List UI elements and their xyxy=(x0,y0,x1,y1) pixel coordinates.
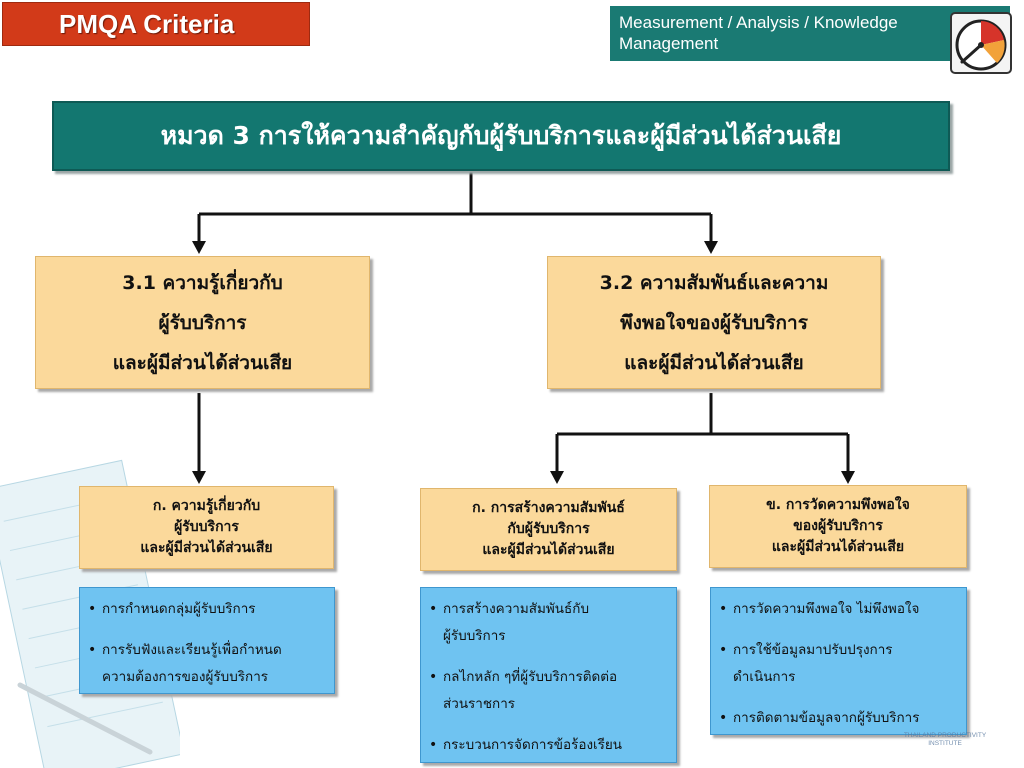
criteria-badge-label: PMQA Criteria xyxy=(59,9,235,39)
category-title: หมวด 3 การให้ความสำคัญกับผู้รับบริการและ… xyxy=(160,121,842,150)
sub-3-1-a-line-3: และผู้มีส่วนได้ส่วนเสีย xyxy=(140,540,273,556)
bullet-list: การวัดความพึงพอใจ ไม่พึงพอใจ การใช้ข้อมู… xyxy=(719,596,960,732)
sub-3-2-a-line-2: กับผู้รับบริการ xyxy=(507,521,590,537)
item-3-1-line-3: และผู้มีส่วนได้ส่วนเสีย xyxy=(112,351,293,374)
list-item: การสร้างความสัมพันธ์กับ ผู้รับบริการ xyxy=(429,596,670,650)
gauge-icon xyxy=(950,12,1012,74)
bullets-3-2-b: การวัดความพึงพอใจ ไม่พึงพอใจ การใช้ข้อมู… xyxy=(710,587,967,735)
list-item: การวัดความพึงพอใจ ไม่พึงพอใจ xyxy=(719,596,960,623)
list-item: การกำหนดกลุ่มผู้รับบริการ xyxy=(88,596,328,623)
institute-logo-text: THAILAND PRODUCTIVITY INSTITUTE xyxy=(903,732,987,747)
list-item: กลไกหลัก ๆที่ผู้รับบริการติดต่อ ส่วนราชก… xyxy=(429,664,670,718)
sub-3-2-a-box: ก. การสร้างความสัมพันธ์ กับผู้รับบริการ … xyxy=(420,488,677,571)
category-title-box: หมวด 3 การให้ความสำคัญกับผู้รับบริการและ… xyxy=(52,101,950,171)
sub-3-2-b-line-1: ข. การวัดความพึงพอใจ xyxy=(766,497,910,513)
bullet-list: การสร้างความสัมพันธ์กับ ผู้รับบริการ กลไ… xyxy=(429,596,670,759)
criteria-badge: PMQA Criteria xyxy=(2,2,310,46)
section-banner: Measurement / Analysis / Knowledge Manag… xyxy=(610,6,1010,61)
bullet-list: การกำหนดกลุ่มผู้รับบริการ การรับฟังและเร… xyxy=(88,596,328,691)
sub-3-2-a-line-1: ก. การสร้างความสัมพันธ์ xyxy=(472,500,625,516)
list-item: กระบวนการจัดการข้อร้องเรียน xyxy=(429,732,670,759)
list-item: การติดตามข้อมูลจากผู้รับบริการ xyxy=(719,705,960,732)
section-title-line-1: Measurement / Analysis / Knowledge xyxy=(619,13,898,32)
sub-3-1-a-line-2: ผู้รับบริการ xyxy=(174,519,239,535)
item-3-1-line-1: 3.1 ความรู้เกี่ยวกับ xyxy=(122,271,283,294)
bullets-3-2-a: การสร้างความสัมพันธ์กับ ผู้รับบริการ กลไ… xyxy=(420,587,677,763)
sub-3-1-a-line-1: ก. ความรู้เกี่ยวกับ xyxy=(152,498,261,514)
sub-3-2-b-box: ข. การวัดความพึงพอใจ ของผู้รับบริการ และ… xyxy=(709,485,967,568)
sub-3-2-a-line-3: และผู้มีส่วนได้ส่วนเสีย xyxy=(482,542,615,558)
item-3-2-line-1: 3.2 ความสัมพันธ์และความ xyxy=(599,271,829,294)
list-item: การใช้ข้อมูลมาปรับปรุงการ ดำเนินการ xyxy=(719,637,960,691)
sub-3-2-b-line-2: ของผู้รับบริการ xyxy=(793,518,883,534)
section-title-line-2: Management xyxy=(619,34,719,53)
list-item: การรับฟังและเรียนรู้เพื่อกำหนด ความต้องก… xyxy=(88,637,328,691)
item-3-2-line-3: และผู้มีส่วนได้ส่วนเสีย xyxy=(624,351,804,374)
item-3-2-line-2: พึงพอใจของผู้รับบริการ xyxy=(620,311,808,334)
bullets-3-1-a: การกำหนดกลุ่มผู้รับบริการ การรับฟังและเร… xyxy=(79,587,335,694)
sub-3-1-a-box: ก. ความรู้เกี่ยวกับ ผู้รับบริการ และผู้ม… xyxy=(79,486,334,569)
item-3-1-box: 3.1 ความรู้เกี่ยวกับ ผู้รับบริการ และผู้… xyxy=(35,256,370,389)
item-3-2-box: 3.2 ความสัมพันธ์และความ พึงพอใจของผู้รับ… xyxy=(547,256,881,389)
institute-logo: THAILAND PRODUCTIVITY INSTITUTE xyxy=(890,732,1000,752)
item-3-1-line-2: ผู้รับบริการ xyxy=(158,311,247,334)
sub-3-2-b-line-3: และผู้มีส่วนได้ส่วนเสีย xyxy=(771,539,905,555)
